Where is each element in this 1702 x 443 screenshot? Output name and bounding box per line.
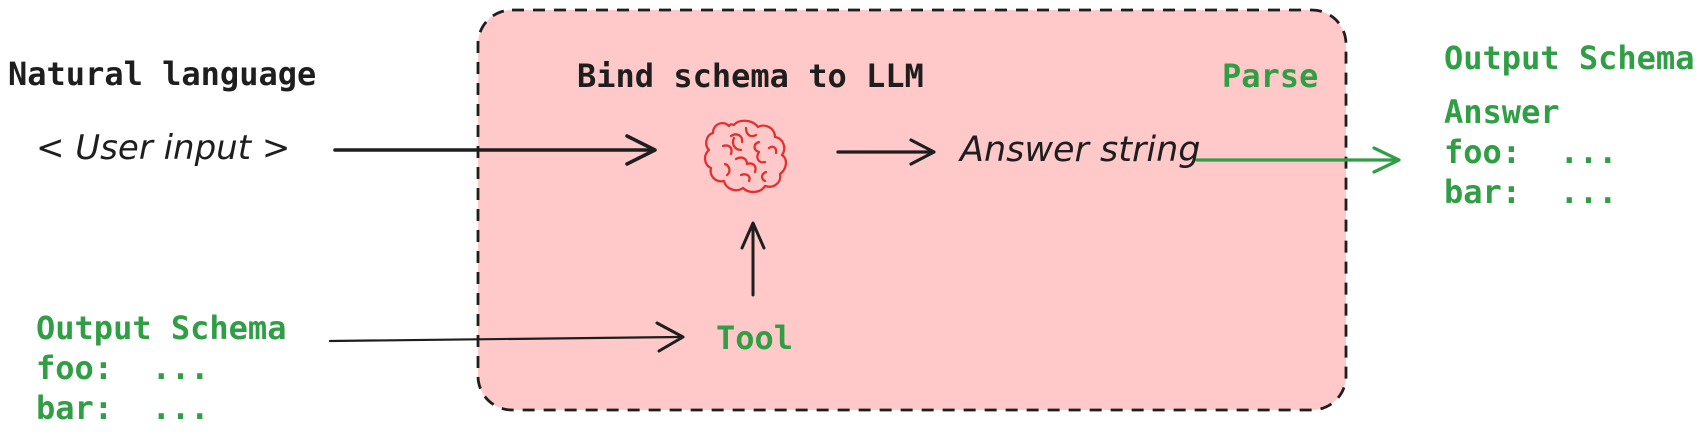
schema-input-block: Output Schema foo: ... bar: ... [36, 308, 286, 428]
arrow-parse-to-output [1195, 146, 1401, 174]
schema-input-title: Output Schema [36, 309, 287, 347]
arrow-tool-to-brain [740, 221, 766, 297]
output-schema-title: Output Schema [1444, 39, 1695, 77]
arrow-user-input-to-llm [333, 134, 657, 166]
arrow-brain-to-answer-string [836, 138, 936, 166]
tool-label: Tool [716, 319, 794, 357]
parse-label: Parse [1222, 57, 1319, 95]
output-answer-label: Answer [1444, 93, 1560, 131]
schema-input-field-foo: foo: ... [36, 349, 210, 387]
output-field-bar: bar: ... [1444, 173, 1618, 211]
output-field-foo: foo: ... [1444, 133, 1618, 171]
natural-language-label: Natural language [8, 55, 317, 93]
output-block: Output Schema Answer foo: ... bar: ... [1444, 38, 1694, 212]
user-input-text: < User input > [36, 128, 291, 168]
arrow-schema-to-tool [328, 321, 685, 353]
brain-icon [703, 119, 788, 194]
bind-schema-title: Bind schema to LLM [577, 57, 924, 95]
schema-input-field-bar: bar: ... [36, 389, 210, 427]
answer-string-label: Answer string [960, 130, 1201, 170]
